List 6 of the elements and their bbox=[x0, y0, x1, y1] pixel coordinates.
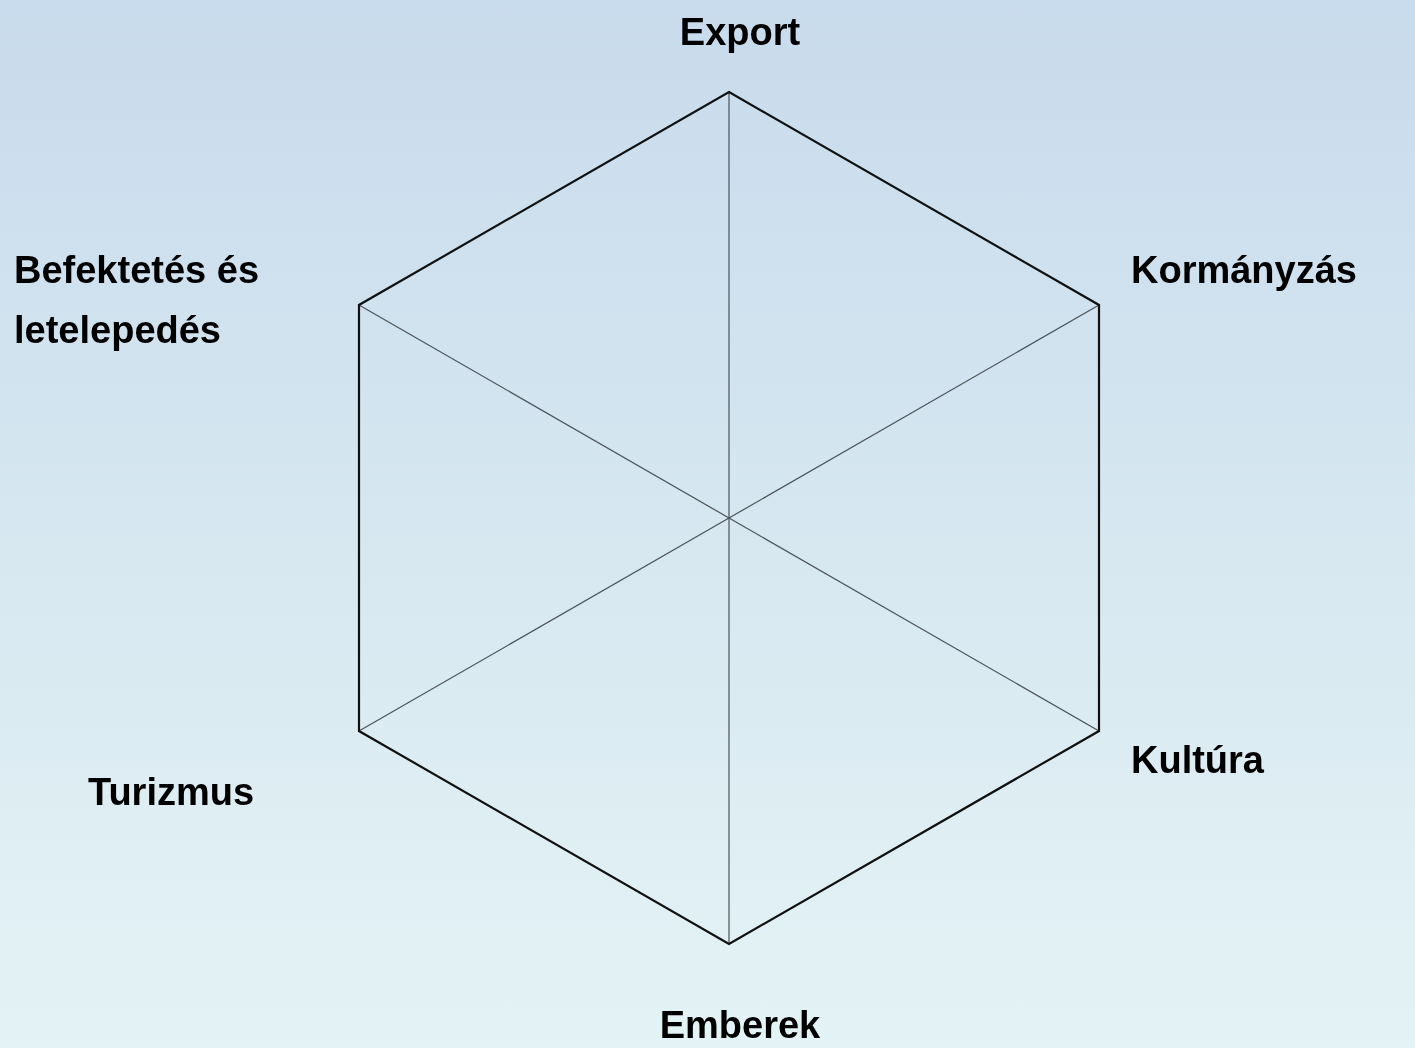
axis-label: Emberek bbox=[658, 1003, 822, 1048]
axis-label: Export bbox=[678, 10, 802, 55]
axis-label: Turizmus bbox=[88, 770, 256, 815]
axis-label: Befektetés és letelepedés bbox=[14, 248, 261, 353]
axis-label: Kormányzás bbox=[1131, 248, 1358, 293]
axis-label: Kultúra bbox=[1131, 738, 1265, 783]
